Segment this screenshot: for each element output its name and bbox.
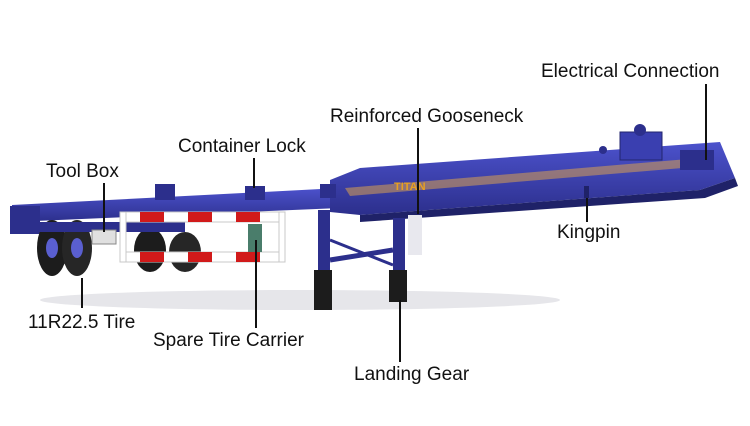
tool-box — [91, 229, 117, 245]
trailer-branding: TITAN — [394, 181, 426, 193]
ground-shadow — [40, 290, 560, 310]
spare-tire-carrier — [248, 224, 262, 252]
label-container-lock: Container Lock — [178, 136, 306, 157]
front-lock-knob-2 — [599, 146, 607, 154]
front-plate — [619, 131, 663, 161]
label-kingpin: Kingpin — [557, 222, 621, 243]
suspension-beam — [35, 222, 185, 232]
container-lock-block — [245, 186, 265, 200]
label-reinforced-gooseneck: Reinforced Gooseneck — [330, 106, 524, 127]
gooseneck-underside — [360, 178, 738, 222]
label-spare-tire-carrier: Spare Tire Carrier — [153, 330, 304, 351]
hub — [71, 238, 83, 258]
container-lock-block-mid — [320, 184, 336, 198]
label-electrical-connection: Electrical Connection — [541, 61, 720, 82]
gooseneck-highlight — [345, 158, 706, 196]
kingpin-pin — [584, 186, 589, 198]
front-lock-knob — [634, 124, 646, 136]
landing-gear — [314, 210, 422, 310]
side-guard — [119, 211, 286, 263]
container-lock-block-rear — [155, 184, 175, 200]
front-bracket — [680, 150, 714, 170]
label-tire: 11R22.5 Tire — [28, 312, 136, 333]
label-landing-gear: Landing Gear — [354, 364, 470, 385]
hub — [46, 238, 58, 258]
label-tool-box: Tool Box — [46, 161, 119, 182]
tire — [134, 228, 166, 272]
leader-lines — [81, 84, 707, 362]
